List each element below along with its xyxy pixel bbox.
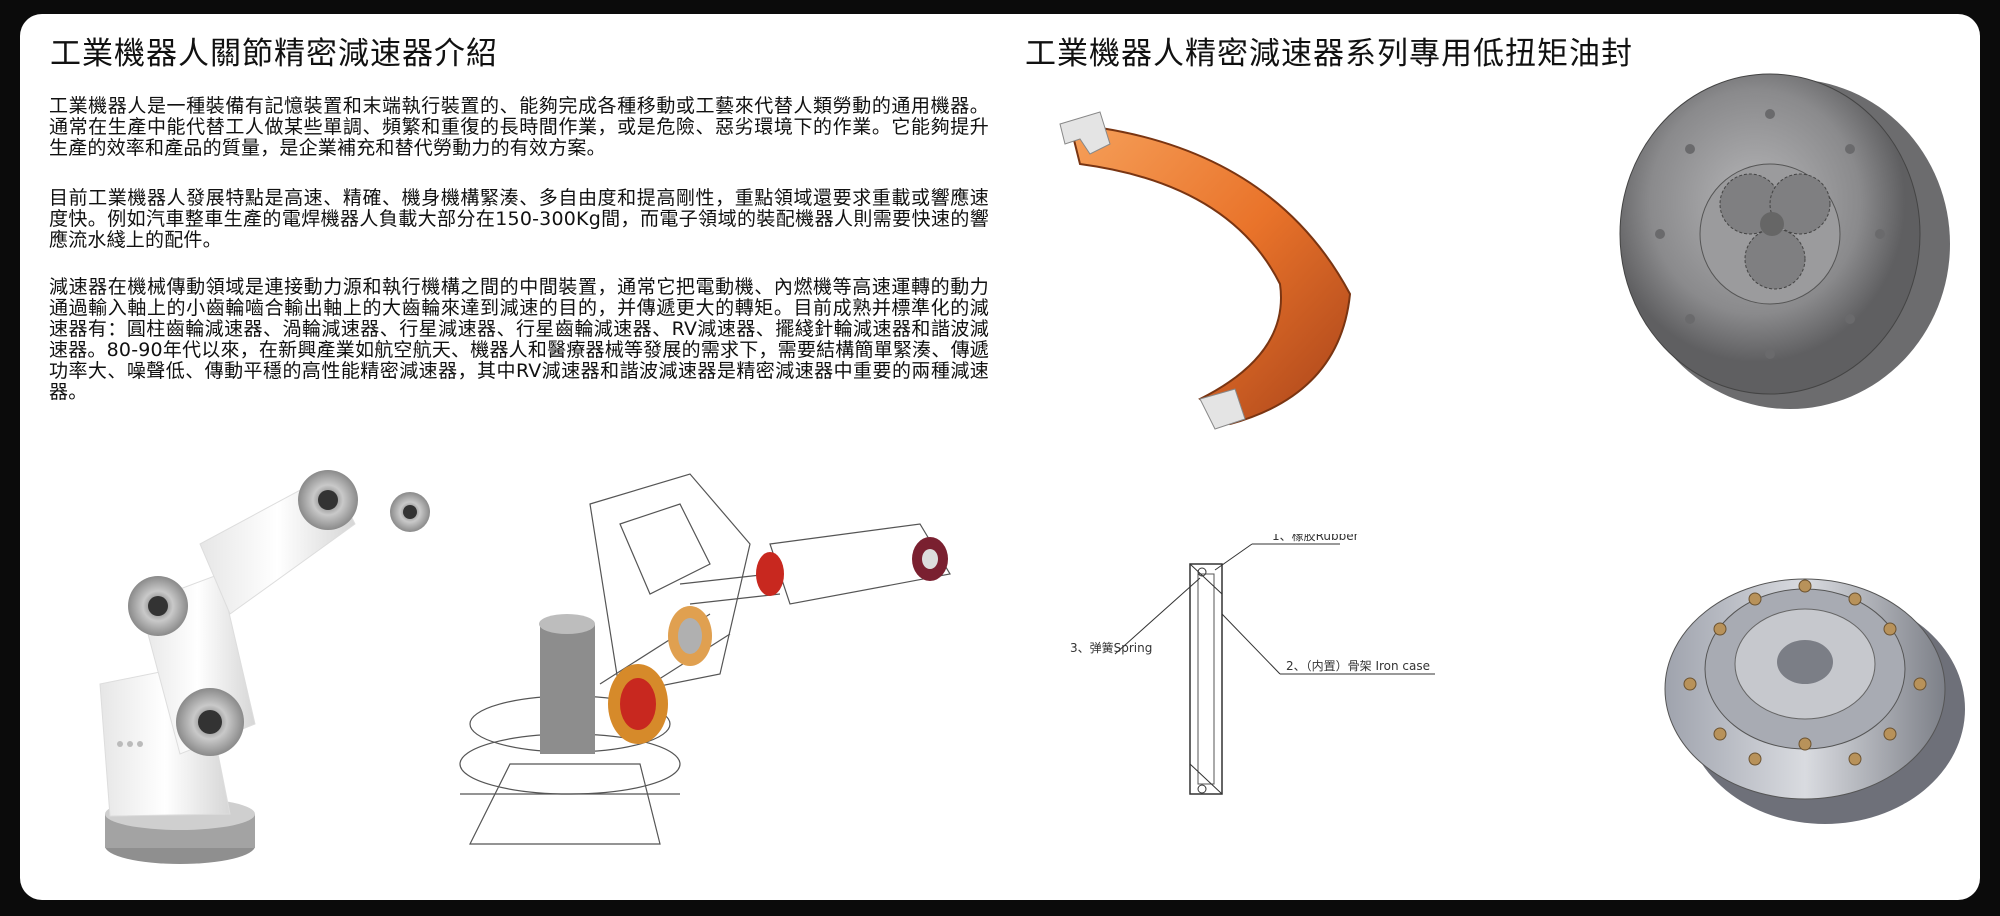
label-spring: 3、弹簧Spring [1070,640,1152,655]
harmonic-reducer-image [1664,578,1965,824]
brochure-sheet: 工業機器人關節精密減速器介紹 工業機器人精密減速器系列專用低扭矩油封 工業機器人… [20,14,1980,900]
right-section-title: 工業機器人精密減速器系列專用低扭矩油封 [1025,36,1633,72]
intro-paragraph-1: 工業機器人是一種裝備有記憶裝置和末端執行裝置的、能夠完成各種移動或工藝來代替人類… [49,95,989,159]
intro-paragraph-2: 目前工業機器人發展特點是高速、精確、機身機構緊湊、多自由度和提高剛性，重點領域還… [49,187,989,251]
left-section-title: 工業機器人關節精密減速器介紹 [50,36,498,72]
white-robot-arm-image [99,470,430,864]
robot-line-drawing-image [459,473,951,845]
seal-cross-section-diagram: 1、橡胶Rubber 3、弹簧Spring 2、（内置）骨架 Iron case [1070,534,1435,795]
label-rubber: 1、橡胶Rubber [1272,534,1359,543]
oil-seal-image [1059,111,1352,430]
rv-reducer-image [1619,73,1950,409]
intro-paragraph-3: 減速器在機械傳動領域是連接動力源和執行機構之間的中間裝置，通常它把電動機、內燃機… [49,276,989,403]
label-iron-case: 2、（内置）骨架 Iron case [1286,659,1430,673]
